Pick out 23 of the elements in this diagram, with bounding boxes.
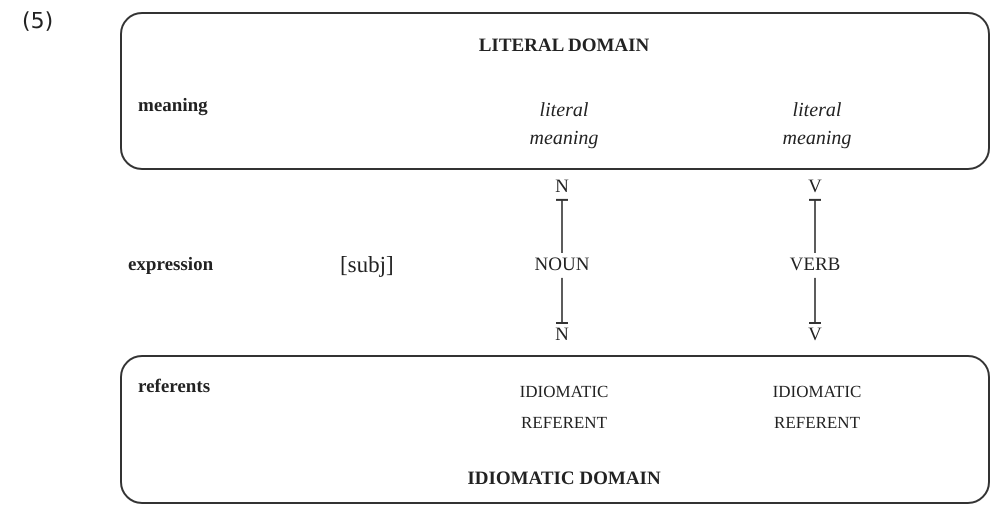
connector-line — [808, 278, 822, 324]
row-label: meaning — [138, 96, 208, 117]
symbol-text: NOUN — [534, 255, 590, 276]
referent-text: IDIOMATIC REFERENT — [509, 377, 619, 438]
domain-title: LITERAL DOMAIN — [478, 36, 650, 57]
example-number: (5) — [22, 10, 54, 34]
symbol-text: V — [808, 325, 822, 346]
row-label: expression — [128, 255, 214, 276]
connector-line — [555, 278, 569, 324]
symbol-text: N — [555, 325, 569, 346]
symbol-text: V — [808, 177, 822, 198]
referent-text: IDIOMATIC REFERENT — [762, 377, 872, 438]
symbol-text: VERB — [790, 255, 840, 276]
row-label: referents — [138, 377, 210, 398]
subject-slot: [subj] — [340, 252, 394, 278]
domain-title: IDIOMATIC DOMAIN — [467, 469, 661, 490]
connector-line — [555, 198, 569, 253]
meaning-text: literal meaning — [519, 96, 609, 152]
domain-box — [120, 355, 990, 504]
meaning-text: literal meaning — [772, 96, 862, 152]
domain-box — [120, 12, 990, 170]
symbol-text: N — [555, 177, 569, 198]
connector-line — [808, 198, 822, 253]
